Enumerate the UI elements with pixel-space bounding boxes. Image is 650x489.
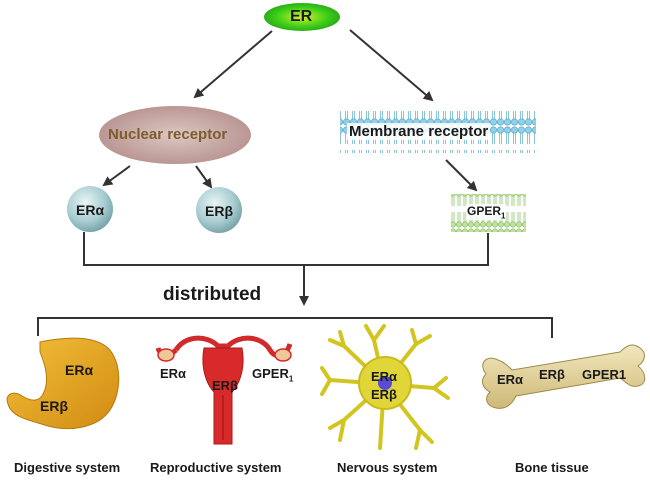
- arrow-nuclear-to-era: [102, 165, 131, 187]
- arrow-membrane-to-gper: [445, 159, 478, 192]
- era-label: ERα: [76, 202, 105, 218]
- digestive-era-label: ERα: [65, 362, 94, 378]
- digestive-caption: Digestive system: [14, 460, 121, 475]
- erb-node: [196, 187, 242, 233]
- membrane-receptor-label: Membrane receptor: [347, 123, 491, 140]
- arrow-er-to-nuclear: [193, 30, 273, 99]
- reproductive-erb-label: ERβ: [212, 378, 238, 393]
- nervous-caption: Nervous system: [337, 460, 438, 475]
- distributed-label: distributed: [163, 284, 262, 305]
- reproductive-gper1-base: GPER: [252, 366, 289, 381]
- reproductive-gper1-sub: 1: [288, 374, 294, 384]
- bone-caption: Bone tissue: [515, 460, 589, 475]
- digestive-erb-label: ERβ: [40, 398, 68, 414]
- nuclear-receptor-label: Nuclear receptor: [108, 126, 228, 143]
- nervous-era-label: ERα: [371, 369, 398, 384]
- reproductive-illustration: [155, 335, 293, 445]
- arrow-nuclear-to-erb: [195, 165, 213, 189]
- bone-illustration: [482, 344, 646, 409]
- gper1-sub: 1: [501, 211, 506, 221]
- gper1-label: GPER1: [466, 204, 507, 221]
- er-root-label: ER: [290, 8, 313, 25]
- era-node: [67, 186, 113, 232]
- reproductive-caption: Reproductive system: [150, 460, 282, 475]
- reproductive-era-label: ERα: [160, 366, 187, 381]
- neuron-illustration: [320, 324, 450, 450]
- arrow-er-to-membrane: [349, 29, 434, 102]
- nuclear-receptor-node: [99, 106, 251, 164]
- connector-receptors: [83, 232, 489, 266]
- reproductive-gper1-label: GPER1: [252, 366, 293, 384]
- stomach-illustration: [6, 337, 120, 430]
- bone-era-label: ERα: [497, 372, 524, 387]
- erb-label: ERβ: [205, 203, 233, 219]
- nervous-erb-label: ERβ: [371, 387, 397, 402]
- bone-erb-label: ERβ: [539, 367, 565, 382]
- gper1-base: GPER: [467, 204, 502, 218]
- er-root-node: [264, 3, 340, 31]
- bone-gper1-label: GPER1: [582, 367, 627, 382]
- connector-organs: [37, 317, 553, 338]
